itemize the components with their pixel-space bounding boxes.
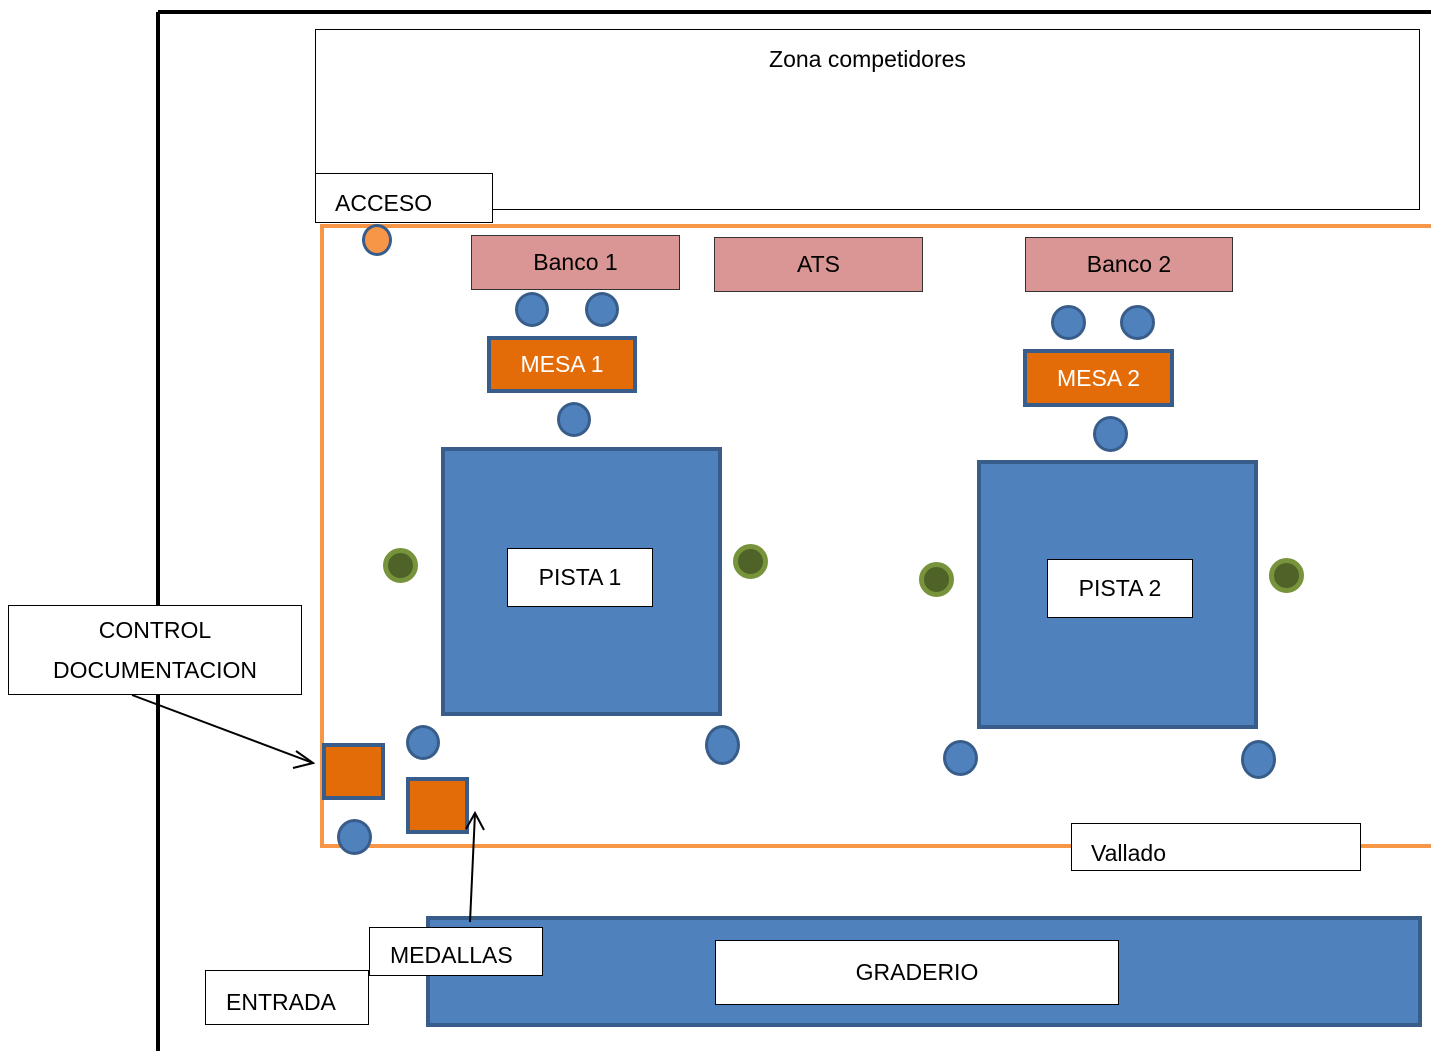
court-2-label: PISTA 2 — [1078, 575, 1162, 601]
access-label-box: ACCESO — [315, 173, 493, 223]
grandstand-label-box: GRADERIO — [715, 940, 1119, 1005]
medals-label-box: MEDALLAS — [369, 927, 543, 976]
bench-2-label: Banco 2 — [1086, 251, 1172, 277]
seat — [1051, 305, 1086, 340]
medals-desk — [406, 777, 469, 834]
entrance-label: ENTRADA — [226, 989, 336, 1015]
ats-station: ATS — [714, 237, 923, 292]
grandstand-label: GRADERIO — [855, 959, 979, 985]
ats-label: ATS — [796, 251, 841, 277]
competitors-zone: Zona competidores — [315, 29, 1420, 210]
medals-label: MEDALLAS — [390, 942, 513, 968]
judge-marker — [919, 562, 954, 597]
judge-marker — [733, 544, 768, 579]
judge-marker — [383, 548, 418, 583]
access-label: ACCESO — [335, 190, 433, 216]
fence-label: Vallado — [1091, 840, 1167, 866]
table-1: MESA 1 — [487, 336, 637, 393]
court-1-label: PISTA 1 — [538, 564, 622, 590]
bench-2: Banco 2 — [1025, 237, 1233, 292]
table-1-label: MESA 1 — [520, 351, 604, 377]
court-1-label-box: PISTA 1 — [507, 548, 653, 607]
seat — [585, 292, 619, 327]
court-2-label-box: PISTA 2 — [1047, 559, 1193, 618]
access-marker — [362, 224, 392, 256]
seat — [1120, 305, 1155, 340]
competitors-zone-label: Zona competidores — [769, 46, 966, 72]
document-control-desk — [322, 743, 385, 800]
bench-1: Banco 1 — [471, 235, 680, 290]
vallado-fence — [320, 224, 1431, 848]
document-control-label-line1: CONTROL — [98, 617, 212, 643]
seat — [1241, 740, 1276, 779]
entrance-label-box: ENTRADA — [205, 970, 369, 1025]
document-control-label-box: CONTROL DOCUMENTACION — [8, 605, 302, 695]
seat — [943, 740, 978, 776]
bench-1-label: Banco 1 — [533, 249, 618, 275]
table-2: MESA 2 — [1023, 349, 1174, 407]
seat — [406, 725, 440, 760]
seat — [557, 402, 591, 437]
document-control-label-line2: DOCUMENTACION — [52, 657, 257, 683]
seat — [337, 819, 372, 855]
fence-label-box: Vallado — [1071, 823, 1361, 871]
seat — [705, 725, 740, 765]
table-2-label: MESA 2 — [1056, 364, 1141, 391]
seat — [515, 292, 549, 327]
seat — [1093, 416, 1128, 452]
judge-marker — [1269, 558, 1304, 593]
